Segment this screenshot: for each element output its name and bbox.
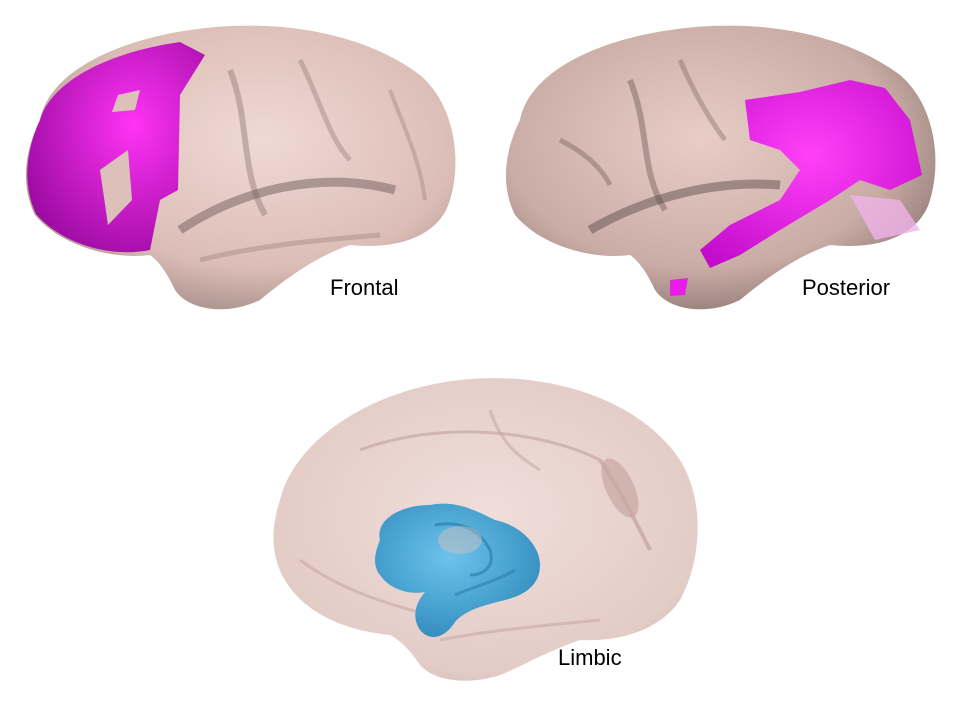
posterior-region-fade	[850, 195, 920, 240]
posterior-brain-illustration	[505, 25, 936, 310]
ventricle-shadow	[601, 458, 639, 518]
sulcus	[439, 618, 601, 642]
sulcus	[177, 177, 397, 234]
limbic-structures	[375, 503, 540, 637]
limbic-overlay	[438, 526, 482, 554]
sulcus	[677, 59, 728, 142]
limbic-fold	[454, 568, 516, 597]
posterior-region-spot	[670, 278, 688, 296]
posterior-region-highlight	[700, 80, 922, 268]
frontal-region-highlight	[27, 42, 205, 253]
limbic-brain-illustration	[273, 378, 698, 681]
sulcus	[227, 68, 268, 217]
frontal-brain-illustration	[25, 25, 456, 310]
posterior-brain-panel: Posterior	[480, 0, 960, 320]
limbic-fold	[434, 522, 493, 577]
region-gap	[112, 90, 140, 112]
sulcus	[587, 179, 781, 234]
posterior-label: Posterior	[802, 275, 891, 300]
frontal-brain-panel: Frontal	[0, 0, 480, 320]
sulcus	[199, 232, 381, 263]
frontal-label: Frontal	[330, 275, 399, 300]
region-gap	[100, 150, 132, 225]
sulcus	[359, 430, 601, 462]
limbic-label: Limbic	[558, 645, 622, 670]
limbic-brain-panel: Limbic	[240, 360, 720, 700]
sulcus	[297, 58, 352, 162]
sulcus	[388, 89, 427, 201]
sulcus	[558, 137, 613, 187]
sulcus	[488, 409, 541, 472]
